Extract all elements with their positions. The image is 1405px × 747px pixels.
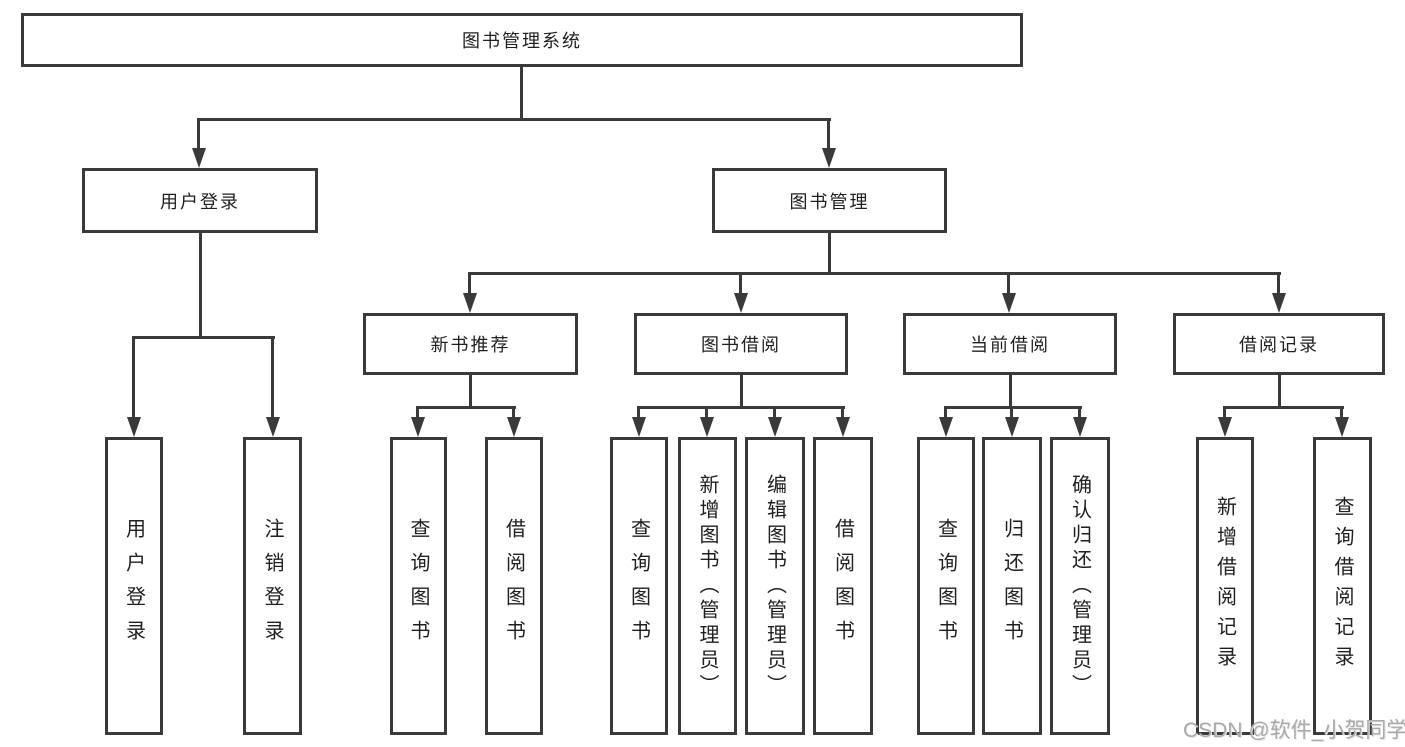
arrow-to-rec-query: [411, 406, 425, 437]
leaf-rec-borrow-books: 借阅图书: [485, 437, 543, 735]
arrow-to-login-leaf: [127, 336, 141, 437]
connector-borrow-records-branch: [1223, 406, 1344, 409]
node-current-borrow: 当前借阅: [903, 313, 1117, 375]
arrow-to-rec-borrow: [507, 406, 521, 437]
arrow-down-icon: [192, 148, 206, 168]
arrow-to-cb-confirm: [1073, 406, 1087, 437]
leaf-bb-edit-books-admin: 编辑图书（管理员）: [745, 437, 805, 735]
arrow-to-user-login: [192, 118, 206, 168]
arrow-down-icon: [266, 417, 280, 437]
node-root-label: 图书管理系统: [462, 31, 582, 51]
arrow-to-br-add: [1218, 406, 1232, 437]
arrow-to-bb-add: [700, 406, 714, 437]
arrow-down-icon: [463, 293, 477, 313]
connector-book-mgmt-stem: [828, 233, 831, 275]
connector-borrow-records-stem: [1278, 375, 1281, 409]
leaf-cb-query-books: 查询图书: [917, 437, 975, 735]
arrow-down-icon: [768, 417, 782, 437]
node-user-login-label: 用户登录: [160, 191, 240, 212]
node-book-borrow: 图书借阅: [634, 313, 848, 375]
arrow-down-icon: [822, 148, 836, 168]
arrow-to-bb-borrow: [836, 406, 850, 437]
arrow-to-current-borrow: [1002, 272, 1016, 313]
arrow-to-book-mgmt: [822, 118, 836, 168]
leaf-bb-borrow-books: 借阅图书: [813, 437, 873, 735]
watermark: CSDN @软件_小贺同学: [1183, 719, 1405, 742]
arrow-down-icon: [1073, 417, 1087, 437]
leaf-br-add-record: 新增借阅记录: [1196, 437, 1254, 735]
arrow-down-icon: [836, 417, 850, 437]
arrow-to-logout-leaf: [266, 336, 280, 437]
arrow-down-icon: [1218, 417, 1232, 437]
arrow-to-cb-return: [1005, 406, 1019, 437]
arrow-to-borrow-records: [1272, 272, 1286, 313]
arrow-to-br-query: [1335, 406, 1349, 437]
connector-book-borrow-stem: [740, 375, 743, 409]
leaf-rec-query-books: 查询图书: [390, 437, 447, 735]
node-new-book-rec: 新书推荐: [363, 313, 578, 375]
connector-root-stem: [520, 67, 523, 121]
connector-current-borrow-stem: [1009, 375, 1012, 409]
connector-root-branch: [197, 118, 831, 121]
arrow-to-cb-query: [939, 406, 953, 437]
node-borrow-records: 借阅记录: [1173, 313, 1385, 375]
arrow-down-icon: [411, 417, 425, 437]
leaf-cb-return-books: 归还图书: [982, 437, 1042, 735]
connector-book-mgmt-branch: [468, 272, 1281, 275]
arrow-down-icon: [1005, 417, 1019, 437]
arrow-down-icon: [939, 417, 953, 437]
leaf-cb-confirm-return-admin: 确认归还（管理员）: [1050, 437, 1110, 735]
node-new-book-rec-label: 新书推荐: [430, 335, 511, 355]
arrow-to-bb-query: [632, 406, 646, 437]
connector-new-rec-stem: [469, 375, 472, 409]
connector-user-login-branch: [132, 336, 275, 339]
connector-book-borrow-branch: [637, 406, 845, 409]
leaf-br-query-record: 查询借阅记录: [1313, 437, 1372, 735]
arrow-to-new-rec: [463, 272, 477, 313]
node-current-borrow-label: 当前借阅: [970, 335, 1050, 355]
arrow-down-icon: [127, 417, 141, 437]
leaf-user-login: 用户登录: [105, 437, 163, 735]
arrow-down-icon: [1272, 293, 1286, 313]
leaf-bb-add-books-admin: 新增图书（管理员）: [678, 437, 737, 735]
arrow-down-icon: [700, 417, 714, 437]
node-root: 图书管理系统: [21, 13, 1023, 67]
arrow-to-book-borrow: [734, 272, 748, 313]
node-book-mgmt: 图书管理: [712, 168, 947, 233]
node-user-login: 用户登录: [82, 168, 318, 233]
connector-user-login-stem: [199, 233, 202, 339]
node-borrow-records-label: 借阅记录: [1239, 335, 1319, 355]
leaf-bb-query-books: 查询图书: [610, 437, 668, 735]
arrow-to-bb-edit: [768, 406, 782, 437]
arrow-down-icon: [507, 417, 521, 437]
node-book-mgmt-label: 图书管理: [789, 191, 870, 212]
leaf-logout: 注销登录: [243, 437, 302, 735]
arrow-down-icon: [734, 293, 748, 313]
arrow-down-icon: [1335, 417, 1349, 437]
connector-new-rec-branch: [416, 406, 516, 409]
connector-current-borrow-branch: [944, 406, 1082, 409]
arrow-down-icon: [632, 417, 646, 437]
arrow-down-icon: [1002, 293, 1016, 313]
node-book-borrow-label: 图书借阅: [701, 335, 781, 355]
